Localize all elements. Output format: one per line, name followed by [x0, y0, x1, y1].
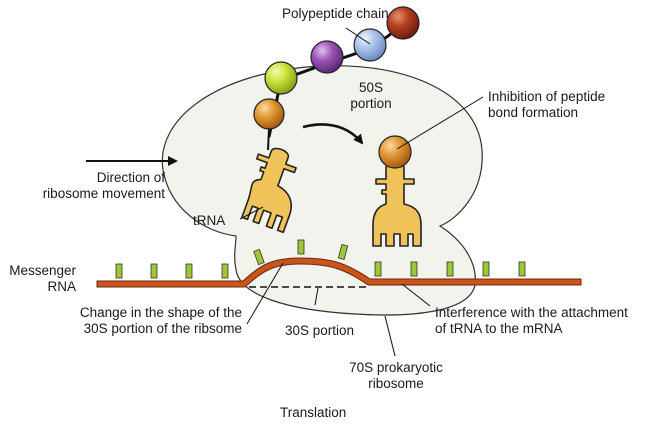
label-70s-line2: ribosome: [368, 376, 424, 391]
amino-acid-lime: [264, 61, 298, 95]
label-messenger-line2: RNA: [47, 279, 76, 294]
label-change-30s-shape: Change in the shape of the 30S portion o…: [30, 305, 242, 337]
label-direction-line1: Direction of: [96, 170, 165, 185]
label-messenger-rna: Messenger RNA: [0, 263, 76, 295]
label-trna: tRNA: [193, 213, 226, 228]
label-interference-trna-attachment: Interference with the attachment of tRNA…: [435, 305, 628, 337]
label-direction-line2: ribosome movement: [42, 186, 165, 201]
label-direction-of-movement: Direction of ribosome movement: [28, 170, 165, 202]
amino-acid-blue: [353, 28, 387, 62]
amino-acid-red: [386, 6, 420, 40]
amino-acid-orange-right: [378, 135, 412, 169]
mrna-strand: [96, 257, 582, 288]
polypeptide-chain: [253, 6, 420, 138]
label-inhibition-line2: bond formation: [488, 105, 579, 120]
codons: [115, 239, 526, 279]
ribosome-70s: [161, 65, 483, 316]
label-70s-ribosome: 70S prokaryotic ribosome: [340, 360, 452, 392]
leader-lines: [239, 27, 484, 357]
label-change-line2: 30S portion of the ribsome: [83, 321, 242, 336]
label-interference-line1: Interference with the attachment: [435, 305, 628, 320]
label-inhibition-peptide-bond: Inhibition of peptide bond formation: [488, 89, 605, 121]
label-change-line1: Change in the shape of the: [79, 305, 242, 320]
label-inhibition-line1: Inhibition of peptide: [488, 89, 606, 104]
label-30s-portion: 30S portion: [285, 323, 355, 338]
label-50s-portion: 50S portion: [346, 80, 396, 112]
label-messenger-line1: Messenger: [9, 263, 76, 278]
label-50s-line1: 50S: [358, 80, 384, 95]
amino-acid-orange: [253, 98, 285, 130]
trna-left: [241, 147, 297, 234]
label-interference-line2: of tRNA to the mRNA: [435, 321, 563, 336]
label-50s-line2: portion: [350, 96, 392, 111]
amino-acid-purple: [310, 40, 344, 74]
label-70s-line1: 70S prokaryotic: [349, 360, 443, 375]
label-polypeptide-chain: Polypeptide chain: [282, 6, 389, 21]
diagram-title: Translation: [280, 405, 347, 420]
translocation-arrow: [302, 123, 364, 145]
trna-right: [372, 135, 422, 247]
